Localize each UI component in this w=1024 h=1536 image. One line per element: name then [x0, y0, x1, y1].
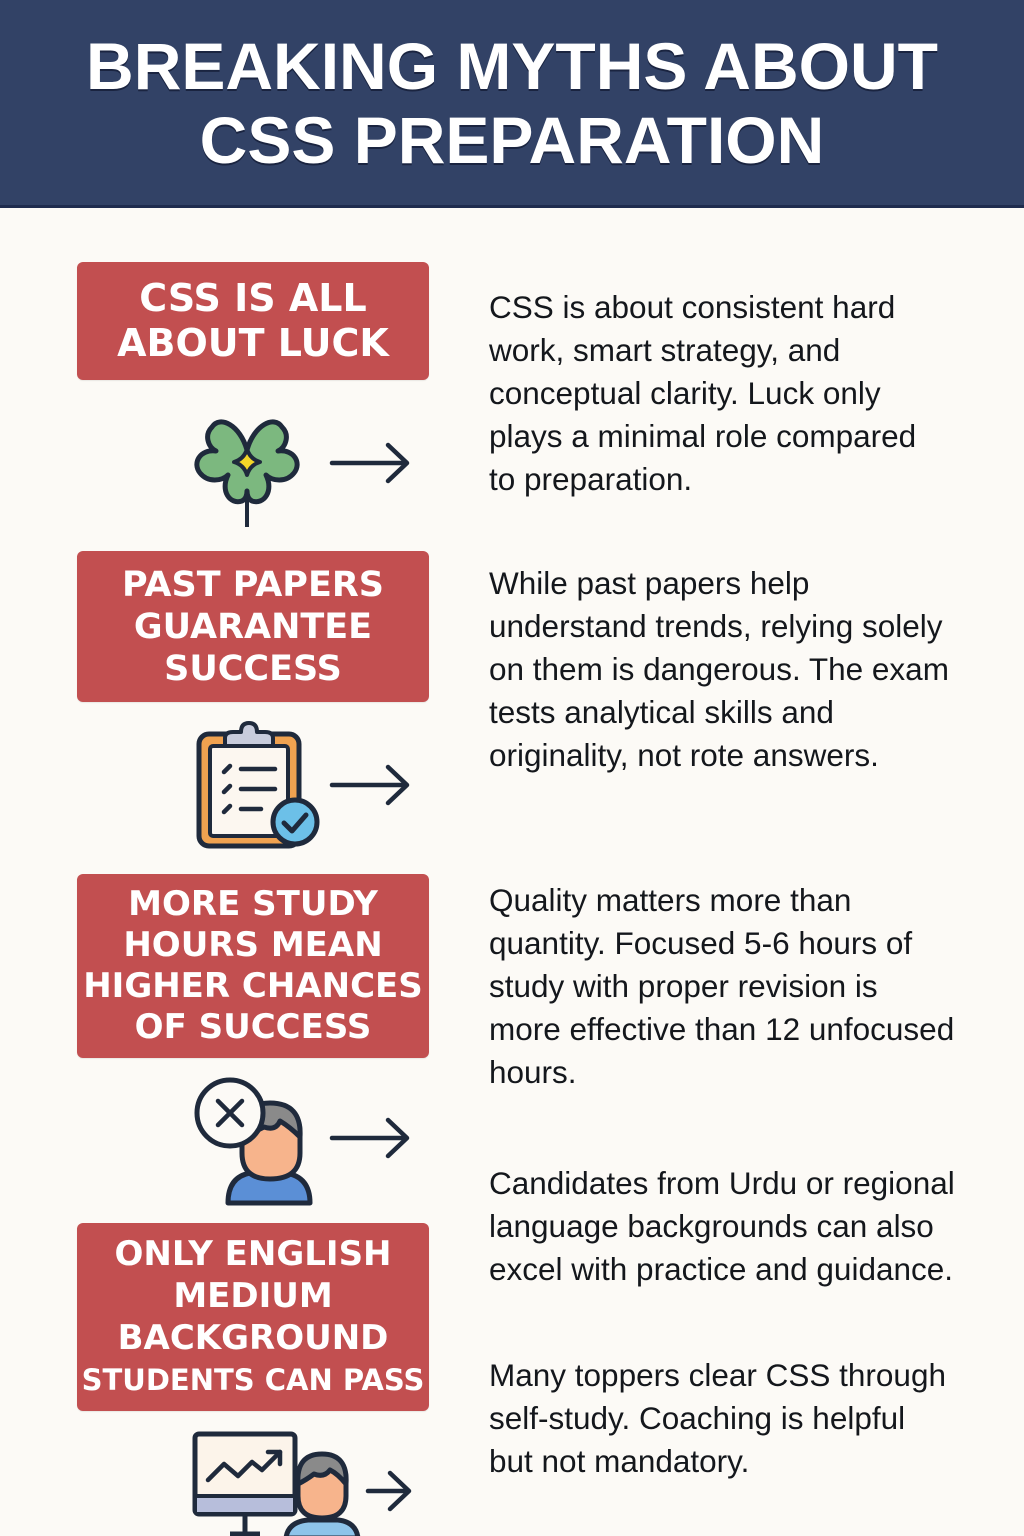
myth-label-line: CSS IS ALL — [139, 276, 367, 320]
myth-label-line: ABOUT LUCK — [117, 321, 389, 365]
fact-line: but not mandatory. — [489, 1443, 750, 1479]
fact-line: hours. — [489, 1054, 577, 1090]
header-banner: BREAKING MYTHS ABOUT CSS PREPARATION — [0, 0, 1024, 208]
fact-line: on them is dangerous. The exam — [489, 651, 949, 687]
fact-text-study-hours: Quality matters more than quantity. Focu… — [489, 879, 1009, 1094]
myth-label-line: MORE STUDY — [128, 884, 378, 924]
myth-label-line: BACKGROUND — [117, 1318, 389, 1358]
fact-line: plays a minimal role compared — [489, 418, 917, 454]
myth-label-line: MEDIUM — [173, 1276, 333, 1316]
fact-line: excel with practice and guidance. — [489, 1251, 954, 1287]
page-title: BREAKING MYTHS ABOUT CSS PREPARATION — [86, 29, 938, 177]
myth-box-luck: CSS IS ALL ABOUT LUCK — [77, 262, 429, 380]
clipboard-check-icon — [196, 721, 320, 849]
person-monitor-chart-icon — [192, 1431, 361, 1536]
fact-line: quantity. Focused 5-6 hours of — [489, 925, 913, 961]
fact-line: Many toppers clear CSS through — [489, 1357, 946, 1393]
myth-label-line: STUDENTS CAN PASS — [81, 1363, 425, 1397]
myth-label-line: PAST PAPERS — [121, 564, 385, 605]
fact-line: CSS is about consistent hard — [489, 289, 896, 325]
myth-box-english-medium: ONLY ENGLISH MEDIUM BACKGROUND STUDENTS … — [77, 1223, 429, 1411]
four-leaf-clover-icon — [194, 419, 300, 527]
fact-line: to preparation. — [489, 461, 693, 497]
myth-box-study-hours: MORE STUDY HOURS MEAN HIGHER CHANCES OF … — [77, 874, 429, 1058]
fact-line: tests analytical skills and — [489, 694, 834, 730]
fact-line: While past papers help — [489, 565, 810, 601]
fact-line: Quality matters more than — [489, 882, 852, 918]
fact-text-english-medium: Candidates from Urdu or regional languag… — [489, 1162, 1009, 1291]
fact-text-past-papers: While past papers help understand trends… — [489, 562, 1009, 777]
fact-line: self-study. Coaching is helpful — [489, 1400, 906, 1436]
arrow-right-icon — [365, 1470, 412, 1512]
arrow-right-icon — [329, 442, 410, 484]
fact-line: study with proper revision is — [489, 968, 878, 1004]
fact-line: originality, not rote answers. — [489, 737, 879, 773]
myth-label-line: HOURS MEAN — [123, 925, 383, 965]
title-line-1: BREAKING MYTHS ABOUT — [86, 28, 938, 103]
arrow-right-icon — [329, 764, 410, 806]
person-cross-icon — [194, 1077, 313, 1206]
myth-label-line: GUARANTEE — [133, 606, 373, 647]
fact-line: Candidates from Urdu or regional — [489, 1165, 955, 1201]
myth-label-line: SUCCESS — [164, 648, 342, 689]
arrow-right-icon — [329, 1117, 410, 1159]
fact-line: work, smart strategy, and — [489, 332, 841, 368]
fact-line: conceptual clarity. Luck only — [489, 375, 881, 411]
fact-line: understand trends, relying solely — [489, 608, 943, 644]
fact-text-luck: CSS is about consistent hard work, smart… — [489, 286, 1009, 501]
myth-box-past-papers: PAST PAPERS GUARANTEE SUCCESS — [77, 551, 429, 702]
myth-label-line: HIGHER CHANCES — [83, 966, 423, 1006]
myth-label-line: ONLY ENGLISH — [114, 1234, 392, 1274]
title-line-2: CSS PREPARATION — [199, 102, 825, 177]
myth-label-line: OF SUCCESS — [134, 1007, 372, 1047]
fact-text-coaching: Many toppers clear CSS through self-stud… — [489, 1354, 1009, 1483]
fact-line: language backgrounds can also — [489, 1208, 934, 1244]
fact-line: more effective than 12 unfocused — [489, 1011, 955, 1047]
